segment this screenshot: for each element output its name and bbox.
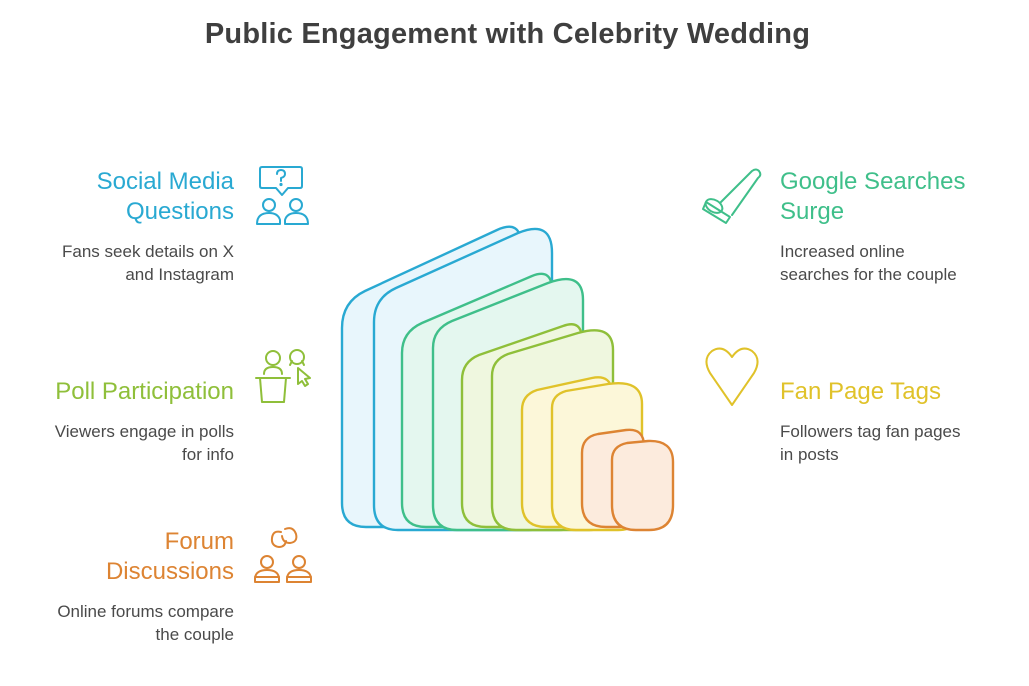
poll-vote-icon [252,348,314,413]
google-description: Increased online searches for the couple [780,242,957,284]
google-heading: Google Searches Surge [780,168,966,225]
layer-forum [580,428,675,532]
heart-icon [704,345,760,412]
discussion-people-icon [252,524,314,591]
poll-heading: Poll Participation [55,378,234,405]
social-media-description: Fans seek details on X and Instagram [62,242,234,284]
forum-description: Online forums compare the couple [57,602,234,644]
page-title: Public Engagement with Celebrity Wedding [204,18,811,50]
fan-page-heading: Fan Page Tags [780,378,942,405]
chat-question-people-icon [252,164,314,233]
telescope-icon [700,165,764,232]
poll-description: Viewers engage in polls for info [54,422,234,464]
forum-heading: Forum Discussions [105,528,234,585]
fan-page-description: Followers tag fan pages in posts [780,422,961,464]
social-media-heading: Social Media Questions [96,168,234,225]
